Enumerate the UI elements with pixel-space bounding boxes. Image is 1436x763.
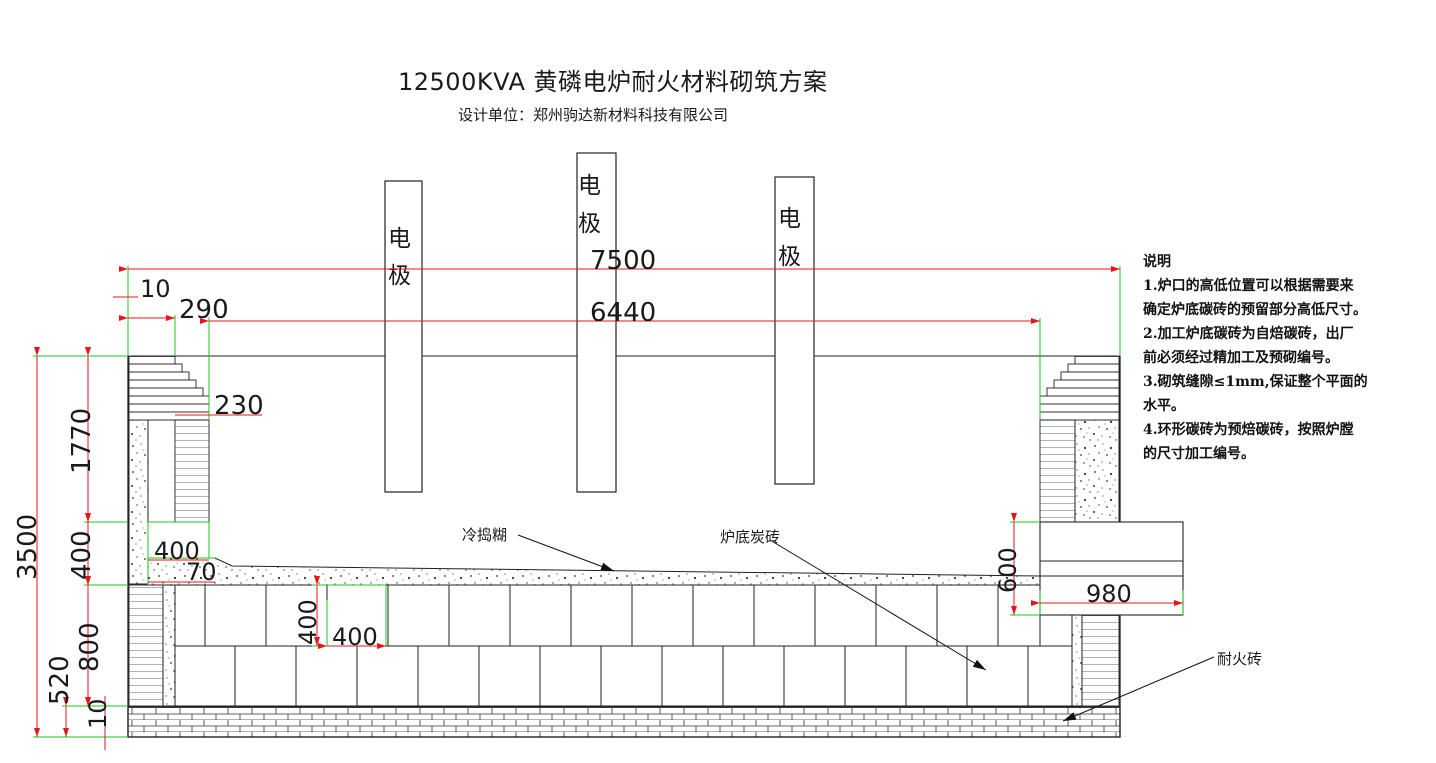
note-line: 水平。 xyxy=(1143,398,1185,414)
dim-400-lip: 400 xyxy=(154,537,200,565)
right-stepped-bricks xyxy=(1039,355,1120,421)
carbon-block xyxy=(448,584,511,647)
carbon-block xyxy=(539,645,602,707)
carbon-block xyxy=(356,645,419,707)
note-line: 2.加工炉底碳砖为自焙碳砖，出厂 xyxy=(1143,326,1354,342)
dim-3500: 3500 xyxy=(13,514,43,580)
dim-400-block-width: 400 xyxy=(332,623,378,651)
electrode-right-label-2: 极 xyxy=(778,244,801,270)
dim-600: 600 xyxy=(994,547,1022,593)
carbon-block xyxy=(174,584,206,647)
carbon-block xyxy=(570,584,633,647)
carbon-block xyxy=(783,645,846,707)
label-firebrick: 耐火砖 xyxy=(1217,650,1262,668)
carbon-block xyxy=(478,645,541,707)
carbon-block xyxy=(722,645,785,707)
note-line: 的尺寸加工编号。 xyxy=(1143,446,1255,462)
carbon-block xyxy=(905,645,968,707)
electrode-left-label-2: 极 xyxy=(388,263,411,289)
note-line: 前必须经过精加工及预砌编号。 xyxy=(1143,350,1339,366)
carbon-block xyxy=(1027,645,1073,707)
electrode-center-label-1: 电 xyxy=(578,173,601,199)
dim-290: 290 xyxy=(179,295,229,325)
dim-520: 520 xyxy=(45,655,75,705)
electrode-right-label-1: 电 xyxy=(778,206,801,232)
carbon-block xyxy=(387,584,450,647)
dim-total-width: 7500 xyxy=(590,246,656,276)
carbon-block xyxy=(661,645,724,707)
carbon-block xyxy=(753,584,816,647)
dimension-lines xyxy=(34,266,1183,750)
electrode-left-label-1: 电 xyxy=(388,226,411,252)
dim-400-block-height: 400 xyxy=(294,599,322,645)
carbon-block xyxy=(174,645,236,707)
dim-230: 230 xyxy=(214,391,264,421)
carbon-block xyxy=(600,645,663,707)
note-line: 3.砌筑缝隙≤1mm,保证整个平面的 xyxy=(1143,374,1368,390)
designer-credit: 设计单位：郑州驹达新材料科技有限公司 xyxy=(458,106,729,124)
electrode-left xyxy=(384,180,423,493)
carbon-block xyxy=(631,584,694,647)
drawing-title: 12500KVA 黄磷电炉耐火材料砌筑方案 xyxy=(398,68,828,96)
note-line: 1.炉口的高低位置可以根据需要来 xyxy=(1143,278,1354,294)
tap-hole-block xyxy=(1039,521,1184,616)
electrode-center-label-2: 极 xyxy=(578,211,601,237)
label-bottom-carbon-brick: 炉底炭砖 xyxy=(720,528,780,546)
notes-panel: 说明 1.炉口的高低位置可以根据需要来 确定炉底碳砖的预留部分高低尺寸。 2.加… xyxy=(1143,250,1433,466)
carbon-block xyxy=(844,645,907,707)
carbon-block xyxy=(204,584,267,647)
dim-980: 980 xyxy=(1086,580,1132,608)
carbon-block xyxy=(875,584,938,647)
note-line: 4.环形碳砖为预焙碳砖，按照炉膛 xyxy=(1143,422,1354,438)
note-line: 确定炉底碳砖的预留部分高低尺寸。 xyxy=(1143,302,1367,318)
label-ramming-paste: 冷捣糊 xyxy=(462,526,507,544)
bottom-brick-layer xyxy=(127,706,1121,738)
carbon-block xyxy=(295,645,358,707)
dim-inner-width: 6440 xyxy=(590,298,656,328)
dim-10-top: 10 xyxy=(140,275,171,303)
carbon-block xyxy=(417,645,480,707)
carbon-block xyxy=(936,584,999,647)
dim-1770: 1770 xyxy=(67,408,97,474)
left-stepped-bricks xyxy=(128,355,210,421)
right-concrete-wall xyxy=(1074,419,1120,523)
carbon-blocks-lower-row xyxy=(174,645,1073,707)
carbon-block xyxy=(814,584,877,647)
dim-800: 800 xyxy=(75,622,105,672)
dim-400-left: 400 xyxy=(67,530,97,580)
carbon-block xyxy=(234,645,297,707)
electrode-right xyxy=(774,176,815,485)
dim-70: 70 xyxy=(186,558,217,586)
ramming-paste-layer xyxy=(147,557,1041,586)
carbon-block xyxy=(509,584,572,647)
notes-heading: 说明 xyxy=(1143,254,1171,270)
carbon-block xyxy=(692,584,755,647)
left-concrete-wall xyxy=(128,419,149,585)
dim-10-bottom: 10 xyxy=(84,698,112,729)
carbon-block xyxy=(966,645,1029,707)
